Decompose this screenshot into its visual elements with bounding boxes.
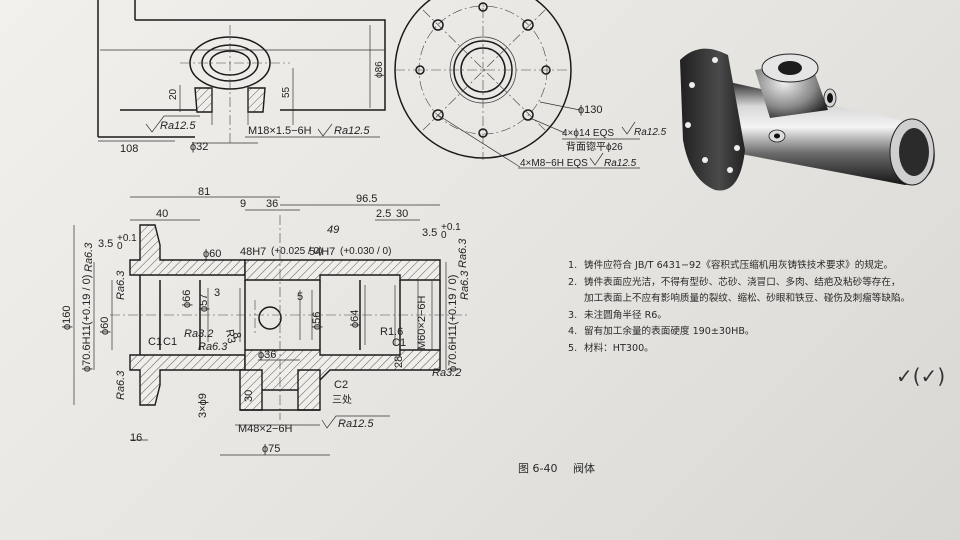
note-item: 1.铸件应符合 JB/T 6431−92《容积式压缩机用灰铸铁技术要求》的规定。 (568, 260, 894, 271)
tol-3-5-right-upper: +0.1 (441, 222, 461, 233)
roughness-ra6-3-left-low: Ra6.3 (115, 370, 127, 400)
dim-81: 81 (198, 186, 210, 198)
dim-phi130: ϕ130 (578, 104, 603, 116)
figure-title: 阀体 (572, 462, 595, 475)
thread-m48: M48×2−6H (238, 423, 292, 435)
tol-3-5-right-lower: 0 (441, 230, 447, 241)
dim-20: 20 (168, 88, 179, 100)
dim-28: 28 (393, 356, 405, 368)
fit-48h7: 48H7 (240, 246, 266, 258)
dim-phi75: ϕ75 (262, 443, 280, 455)
radius-r3: R3 (223, 328, 237, 344)
flange-view: ϕ130 4×ϕ14 EQS Ra12.5 背面锪平ϕ26 4×M8−6H EQ… (394, 0, 667, 169)
holes-3x9: 3×ϕ9 (197, 393, 209, 418)
dim-16: 16 (130, 432, 142, 444)
handwritten-49: 49 (327, 224, 339, 236)
dim-phi160: ϕ160 (61, 305, 73, 330)
dim-3-5-left: 3.5 (98, 238, 113, 250)
roughness-ra12-5-thread: Ra12.5 (334, 125, 370, 137)
dim-phi60-top: ϕ60 (203, 248, 221, 260)
dim-40: 40 (156, 208, 168, 220)
figure-caption: 图 6-40 阀体 (518, 460, 595, 476)
dim-phi60-left: ϕ60 (99, 317, 111, 335)
roughness-ra3-2-a: Ra3.2 (184, 328, 213, 340)
dim-phi64: ϕ64 (349, 310, 361, 328)
roughness-ra6-3-left-top: Ra6.3 (83, 242, 95, 272)
check-mark-icon: ✓(✓) (896, 364, 946, 388)
thread-m60: M60×2−6H (416, 296, 428, 350)
dim-phi66: ϕ66 (181, 290, 193, 308)
tol-3-5-left-upper: +0.1 (117, 233, 137, 244)
top-view: 20 55 ϕ86 ϕ32 108 Ra12.5 M18×1.5−6H Ra12… (97, 0, 386, 155)
dim-30: 30 (396, 208, 408, 220)
dim-9: 9 (240, 198, 246, 210)
note-item: 加工表面上不应有影响质量的裂纹、缩松、砂眼和铁豆、碰伤及刺瘤等缺陷。 (584, 293, 911, 305)
fit-54h7: 54H7 (309, 246, 335, 258)
roughness-ra12-5-left: Ra12.5 (160, 120, 196, 132)
dim-phi70-6-left: ϕ70.6H11(+0.19 / 0) (81, 275, 93, 372)
dim-phi56: ϕ56 (311, 312, 323, 330)
radius-r1-6: R1.6 (380, 326, 403, 338)
dim-phi70-6-right: ϕ70.6H11(+0.19 / 0) (447, 275, 459, 372)
roughness-ra12-5-m8: Ra12.5 (604, 158, 637, 169)
holes-4xm8-eqs: 4×M8−6H EQS (520, 158, 588, 169)
note-item: 2.铸件表面应光洁，不得有型砂、芯砂、浇冒口、多肉、结疤及粘砂等存在， (568, 276, 901, 288)
dim-phi86: ϕ86 (374, 61, 385, 78)
chamfer-c1-right: C1 (392, 337, 406, 349)
chamfer-three-places: 三处 (332, 394, 352, 406)
dim-5: 5 (297, 291, 303, 303)
section-view: 81 96.5 40 9 36 2.5 30 3.5 +0.1 0 3.5 +0… (61, 186, 471, 456)
dim-2-5: 2.5 (376, 208, 391, 220)
dim-96-5: 96.5 (356, 193, 377, 205)
figure-number: 图 6-40 (518, 462, 558, 475)
tol-3-5-left-lower: 0 (117, 241, 123, 252)
spotface-note: 背面锪平ϕ26 (566, 140, 623, 153)
valve-body-3d-render (680, 48, 935, 191)
roughness-ra6-3-a: Ra6.3 (198, 341, 228, 353)
holes-4x14-eqs: 4×ϕ14 EQS (562, 128, 614, 139)
roughness-ra3-2-b: Ra3.2 (432, 367, 461, 379)
chamfer-c2: C2 (334, 379, 348, 391)
dim-8: 8 (230, 331, 243, 339)
dim-phi36: ϕ36 (258, 349, 276, 361)
roughness-ra6-3-right-mid: Ra6.3 (459, 270, 471, 300)
roughness-ra6-3-left-mid: Ra6.3 (115, 270, 127, 300)
dim-36-top: 36 (266, 198, 278, 210)
chamfer-c1-left: C1 (148, 336, 162, 348)
roughness-ra6-3-right-top: Ra6.3 (457, 238, 469, 268)
dim-phi32: ϕ32 (190, 141, 208, 153)
dim-phi57: ϕ57 (198, 294, 210, 312)
note-item: 3.未注圆角半径 R6。 (568, 309, 667, 321)
chamfer-c1-mid: C1 (163, 336, 177, 348)
roughness-ra12-5-holes: Ra12.5 (634, 127, 667, 138)
dim-108: 108 (120, 143, 138, 155)
technical-requirements-list: 1.铸件应符合 JB/T 6431−92《容积式压缩机用灰铸铁技术要求》的规定。… (568, 258, 948, 358)
tol-48h7: (+0.025 / 0) (271, 246, 322, 257)
dim-55: 55 (281, 86, 292, 98)
thread-m18: M18×1.5−6H (248, 125, 312, 137)
note-item: 4.留有加工余量的表面硬度 190±30HB。 (568, 326, 755, 338)
tol-54h7: (+0.030 / 0) (340, 246, 391, 257)
roughness-ra12-5-m48: Ra12.5 (338, 418, 374, 430)
dim-3: 3 (214, 287, 220, 299)
dim-30-low: 30 (243, 390, 255, 402)
dim-3-5-right: 3.5 (422, 227, 437, 239)
note-item: 5.材料：HT300。 (568, 342, 654, 354)
